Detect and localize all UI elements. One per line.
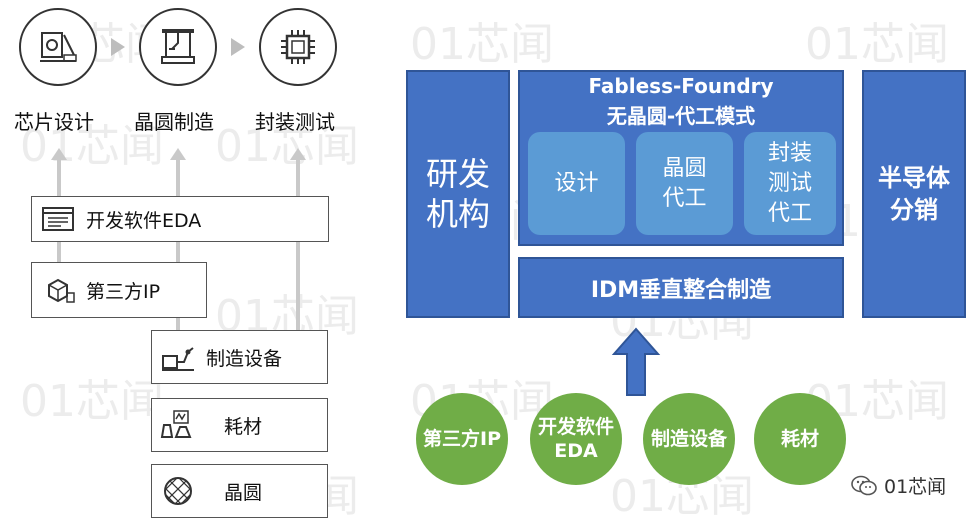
circle-eda: 开发软件 EDA [530, 393, 622, 485]
up-arrow-head [51, 148, 67, 160]
support-label-eda: 开发软件EDA [86, 209, 202, 232]
circle-label-ip: 第三方IP [423, 428, 501, 450]
up-arrow-line [57, 158, 61, 198]
up-arrow-line [296, 158, 300, 330]
brand-footer: 01芯闻 [850, 472, 946, 499]
support-box-eda: 开发软件EDA [31, 196, 329, 242]
support-label-ip: 第三方IP [86, 280, 161, 303]
circle-label-eda: 开发软件 EDA [537, 416, 614, 462]
watermark: 01芯闻 [410, 19, 554, 70]
circle-equipment: 制造设备 [643, 393, 735, 485]
step-label-design: 芯片设计 [14, 110, 94, 134]
equipment-icon [160, 342, 196, 372]
idm-block: IDM垂直整合制造 [518, 257, 844, 318]
rd-institution-label: 研发 机构 [425, 155, 490, 233]
wafer-fab-circle [139, 8, 217, 86]
rd-institution-block: 研发 机构 [406, 70, 510, 318]
circle-consumables: 耗材 [754, 393, 846, 485]
distribution-label: 半导体 分销 [878, 164, 950, 224]
circle-third-party-ip: 第三方IP [416, 393, 508, 485]
step-label-packaging: 封装测试 [255, 110, 335, 134]
flow-arrow [231, 38, 245, 56]
fabless-subtitle: 无晶圆-代工模式 [606, 104, 756, 128]
ip-cube-icon [40, 275, 76, 305]
up-arrow-icon [611, 327, 661, 396]
support-box-equipment: 制造设备 [151, 330, 328, 384]
support-box-consumables: 耗材 [151, 398, 328, 452]
connector-line [57, 240, 61, 262]
up-arrow-line [176, 158, 180, 198]
brand-name: 01芯闻 [884, 476, 947, 498]
watermark: 01芯闻 [20, 376, 164, 427]
packaging-circle [259, 8, 337, 86]
step-label-fab: 晶圆制造 [134, 110, 214, 134]
chip-design-icon [40, 32, 77, 62]
wechat-icon [851, 475, 877, 495]
support-label-wafer: 晶圆 [224, 481, 263, 504]
support-label-equipment: 制造设备 [206, 347, 283, 370]
distribution-block: 半导体 分销 [862, 70, 966, 318]
inner-block-design: 设计 [528, 132, 625, 235]
chip-package-icon [281, 30, 315, 64]
watermark: 01芯闻 [805, 19, 949, 70]
fabless-title: Fabless-Foundry [588, 74, 774, 98]
connector-line [176, 318, 180, 330]
robot-arm-icon [161, 29, 195, 64]
inner-block-foundry: 晶圆 代工 [636, 132, 733, 235]
up-arrow-head [290, 148, 306, 160]
flow-arrow [111, 38, 125, 56]
software-window-icon [40, 204, 76, 234]
circle-label-equipment: 制造设备 [650, 428, 727, 450]
circle-label-consumables: 耗材 [780, 428, 819, 450]
support-label-consumables: 耗材 [224, 415, 263, 438]
wafer-icon [160, 476, 196, 506]
up-arrow-head [170, 148, 186, 160]
chip-design-circle [19, 8, 97, 86]
support-box-ip: 第三方IP [31, 262, 207, 318]
idm-label: IDM垂直整合制造 [590, 277, 772, 303]
chemicals-icon [160, 410, 196, 440]
inner-block-packaging: 封装 测试 代工 [744, 132, 836, 235]
support-box-wafer: 晶圆 [151, 464, 328, 518]
